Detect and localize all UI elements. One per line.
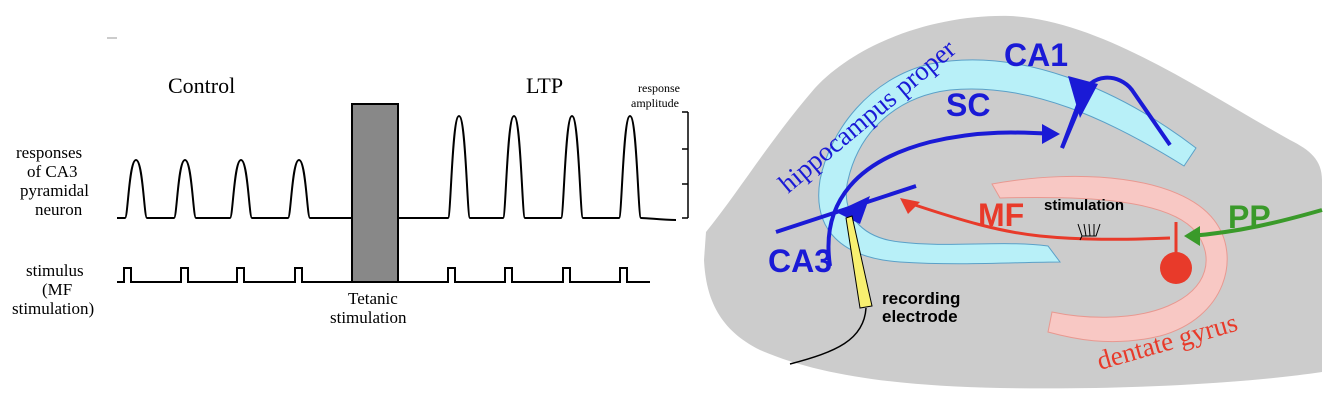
mf-synapse-arrow [900, 198, 920, 214]
ca1-axon [1060, 109, 1080, 149]
recording-electrode [845, 215, 873, 309]
sc-synapse-arrow [1042, 124, 1060, 144]
perforant-path-axon [1189, 208, 1323, 238]
granule-cell-soma [1160, 252, 1192, 284]
response-amplitude-label-line1: response [638, 81, 680, 95]
control-label: Control [168, 73, 235, 98]
responses-label-line2: of CA3 [27, 162, 78, 181]
stimulation-label: stimulation [1044, 197, 1124, 214]
amplitude-scale-bar [682, 111, 689, 219]
pp-synapse-arrow [1184, 226, 1200, 246]
stimulus-trace [117, 267, 650, 283]
stimulus-label-line3: stimulation) [12, 299, 94, 318]
ltp-recording-panel: Control LTP response amplitude responses… [12, 37, 689, 327]
tetanic-label-line2: stimulation [330, 308, 407, 327]
stimulation-electrode-icon [1077, 223, 1101, 241]
ca1-soma [1068, 76, 1098, 118]
tetanic-stimulation-block [351, 103, 399, 283]
sc-label: SC [946, 87, 990, 123]
recording-electrode-label-line2: electrode [882, 307, 958, 326]
responses-label-line3: pyramidal [20, 181, 89, 200]
responses-label-line1: responses [16, 143, 82, 162]
responses-label-line4: neuron [35, 200, 83, 219]
mossy-fiber-axon [911, 202, 1171, 241]
dentate-gyrus-band [991, 175, 1228, 343]
mf-label: MF [978, 197, 1024, 233]
pp-label: PP [1228, 199, 1271, 235]
schaffer-collateral-axon [826, 130, 1055, 267]
recording-electrode-wire [789, 307, 867, 365]
response-amplitude-label-line2: amplitude [631, 96, 679, 110]
ca1-label: CA1 [1004, 37, 1068, 73]
stimulus-label-line1: stimulus [26, 261, 84, 280]
hippocampus-proper-band [818, 59, 1197, 265]
hippocampus-diagram: hippocampus proper dentate gyrus CA1 SC … [704, 15, 1323, 389]
stimulus-label-line2: (MF [42, 280, 72, 299]
ca3-label: CA3 [768, 243, 832, 279]
recording-electrode-label-line1: recording [882, 289, 960, 308]
ltp-label: LTP [526, 73, 563, 98]
response-trace [117, 114, 677, 221]
ca3-soma [836, 196, 870, 224]
tetanic-label-line1: Tetanic [348, 289, 398, 308]
